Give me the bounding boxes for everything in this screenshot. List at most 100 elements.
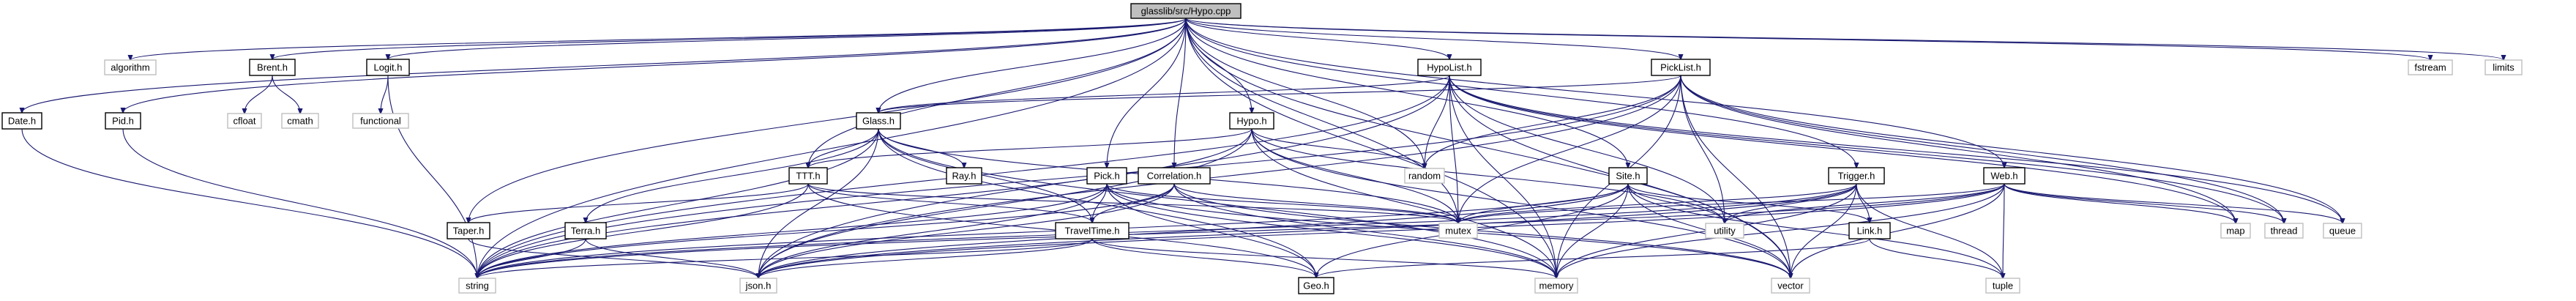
node-string: string bbox=[458, 278, 496, 294]
edge-hypolist_h-to-random bbox=[1425, 75, 1450, 168]
node-box bbox=[739, 278, 777, 294]
edge-root-to-vector bbox=[1185, 18, 1791, 278]
edge-hypolist_h-to-glass_h bbox=[878, 75, 1450, 113]
node-label: Geo.h bbox=[1303, 280, 1329, 291]
edge-pick_h-to-json_h bbox=[758, 183, 1108, 278]
node-box bbox=[366, 59, 410, 76]
node-label: glasslib/src/Hypo.cpp bbox=[1141, 6, 1231, 17]
node-json-h: json.h bbox=[739, 278, 777, 294]
node-glass-h[interactable]: Glass.h bbox=[856, 112, 901, 130]
edge-root-to-memory bbox=[1185, 18, 1556, 278]
node-box bbox=[1055, 222, 1130, 239]
node-hypolist-h[interactable]: HypoList.h bbox=[1417, 59, 1482, 76]
node-label: Brent.h bbox=[257, 62, 288, 73]
node-box bbox=[1, 112, 42, 130]
edge-root-to-date_h bbox=[22, 18, 1187, 113]
node-web-h[interactable]: Web.h bbox=[1983, 167, 2026, 185]
node-box bbox=[856, 112, 901, 130]
node-traveltime-h[interactable]: TravelTime.h bbox=[1055, 222, 1130, 239]
node-box bbox=[1298, 277, 1334, 294]
edge-terra_h-to-json_h bbox=[585, 238, 758, 278]
edge-picklist_h-to-mutex bbox=[1458, 75, 1681, 223]
edge-glass_h-to-traveltime_h bbox=[878, 128, 1092, 223]
edge-root-to-string bbox=[477, 18, 1187, 278]
node-hypo-h[interactable]: Hypo.h bbox=[1229, 112, 1274, 130]
node-vector: vector bbox=[1771, 278, 1810, 294]
node-label: cmath bbox=[287, 116, 313, 127]
node-box bbox=[458, 278, 496, 294]
node-trigger-h[interactable]: Trigger.h bbox=[1828, 167, 1885, 185]
edge-trigger_h-to-utility bbox=[1725, 183, 1857, 223]
edge-link_h-to-geo_h bbox=[1316, 238, 1870, 278]
edge-traveltime_h-to-json_h bbox=[758, 238, 1093, 278]
edge-picklist_h-to-queue bbox=[1680, 75, 2342, 223]
edge-ttt_h-to-traveltime_h bbox=[807, 183, 1092, 223]
edge-hypolist_h-to-thread bbox=[1449, 75, 2284, 223]
edge-glass_h-to-ray_h bbox=[878, 128, 964, 168]
node-box bbox=[2484, 59, 2523, 75]
node-box bbox=[1651, 59, 1711, 76]
edge-root-to-site_h bbox=[1185, 18, 1628, 168]
node-random: random bbox=[1404, 168, 1445, 184]
node-tuple: tuple bbox=[1985, 278, 2020, 294]
edge-pick_h-to-geo_h bbox=[1106, 183, 1316, 278]
node-memory: memory bbox=[1534, 278, 1578, 294]
node-label: TravelTime.h bbox=[1065, 226, 1120, 237]
node-box bbox=[788, 167, 828, 185]
edge-logit_h-to-string bbox=[387, 75, 477, 278]
node-label: Pid.h bbox=[112, 116, 134, 127]
node-logit-h[interactable]: Logit.h bbox=[366, 59, 410, 76]
edge-ttt_h-to-string bbox=[477, 183, 809, 278]
node-label: map bbox=[2226, 226, 2244, 237]
node-geo-h[interactable]: Geo.h bbox=[1298, 277, 1334, 294]
edge-correlation_h-to-memory bbox=[1173, 183, 1556, 278]
edge-hypolist_h-to-mutex bbox=[1449, 75, 1458, 223]
node-label: limits bbox=[2493, 62, 2515, 73]
node-map: map bbox=[2220, 223, 2251, 239]
edge-hypolist_h-to-map bbox=[1449, 75, 2236, 223]
node-mutex: mutex bbox=[1438, 223, 1478, 239]
node-date-h[interactable]: Date.h bbox=[1, 112, 42, 130]
edge-hypolist_h-to-queue bbox=[1449, 75, 2342, 223]
node-label: memory bbox=[1539, 280, 1574, 291]
node-root[interactable]: glasslib/src/Hypo.cpp bbox=[1130, 3, 1242, 19]
node-label: functional bbox=[360, 116, 401, 127]
edge-web_h-to-vector bbox=[1791, 183, 2005, 278]
node-functional: functional bbox=[352, 113, 409, 129]
edges-layer bbox=[22, 18, 2504, 278]
edge-root-to-pid_h bbox=[123, 18, 1187, 113]
node-ttt-h[interactable]: TTT.h bbox=[788, 167, 828, 185]
node-label: Pick.h bbox=[1094, 171, 1119, 182]
node-correlation-h[interactable]: Correlation.h bbox=[1138, 167, 1211, 185]
edge-ttt_h-to-taper_h bbox=[468, 183, 809, 223]
node-label: tuple bbox=[1993, 280, 2013, 291]
edge-picklist_h-to-map bbox=[1680, 75, 2236, 223]
edge-root-to-mutex bbox=[1185, 18, 1458, 223]
edge-trigger_h-to-tuple bbox=[1856, 183, 2003, 278]
node-label: Web.h bbox=[1990, 171, 2017, 182]
node-label: Taper.h bbox=[453, 226, 485, 237]
node-ray-h[interactable]: Ray.h bbox=[946, 167, 982, 185]
node-box bbox=[564, 222, 607, 239]
node-pid-h[interactable]: Pid.h bbox=[105, 112, 141, 130]
node-site-h[interactable]: Site.h bbox=[1608, 167, 1648, 185]
node-box bbox=[352, 113, 409, 129]
node-picklist-h[interactable]: PickList.h bbox=[1651, 59, 1711, 76]
node-terra-h[interactable]: Terra.h bbox=[564, 222, 607, 239]
node-box bbox=[2323, 223, 2362, 239]
edge-root-to-pick_h bbox=[1107, 18, 1187, 168]
node-taper-h[interactable]: Taper.h bbox=[447, 222, 490, 239]
node-brent-h[interactable]: Brent.h bbox=[249, 59, 296, 76]
node-utility: utility bbox=[1705, 223, 1744, 239]
node-box bbox=[105, 112, 141, 130]
node-box bbox=[2264, 223, 2304, 239]
node-link-h[interactable]: Link.h bbox=[1848, 222, 1891, 239]
node-queue: queue bbox=[2323, 223, 2362, 239]
edge-picklist_h-to-string bbox=[477, 75, 1681, 278]
node-label: Logit.h bbox=[373, 62, 402, 73]
node-pick-h[interactable]: Pick.h bbox=[1086, 167, 1127, 185]
edge-logit_h-to-functional bbox=[381, 75, 389, 114]
edge-site_h-to-tuple bbox=[1627, 183, 2003, 278]
edge-web_h-to-mutex bbox=[1458, 183, 2005, 223]
node-box bbox=[1229, 112, 1274, 130]
